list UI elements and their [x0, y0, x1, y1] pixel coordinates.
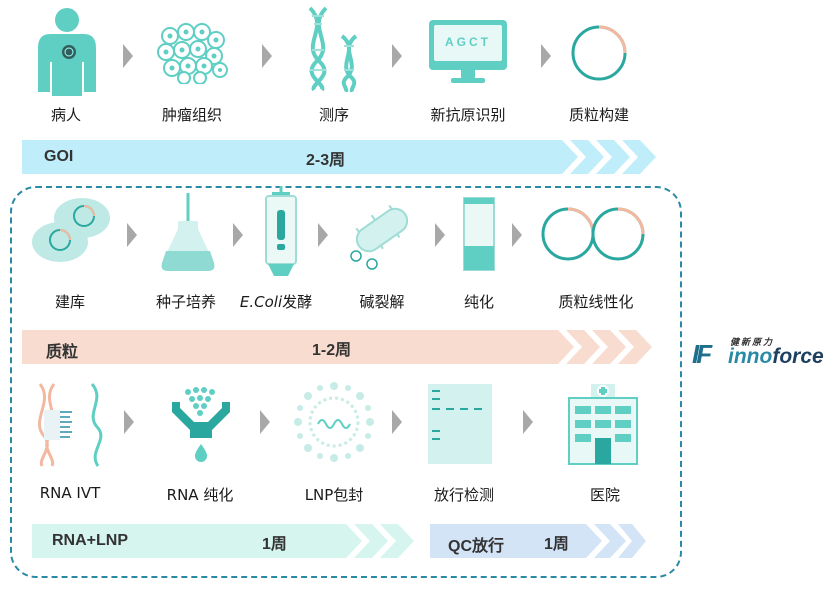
step-label-hospital: 医院	[589, 486, 621, 504]
hospital-icon	[568, 384, 638, 465]
flow-arrow	[392, 44, 402, 68]
rna-lnp-timeline-bar	[32, 524, 414, 558]
logo-mark-icon: IF	[692, 339, 712, 369]
linearized-plasmid-icon	[541, 207, 645, 261]
step-label-fermentation: E.Coli发酵	[240, 291, 312, 312]
flow-arrow	[123, 44, 133, 68]
rna-ivt-icon	[37, 383, 103, 467]
goi-bar-label: GOI	[44, 148, 74, 165]
goi-bar-duration: 2-3周	[306, 152, 346, 169]
logo-force-text: force	[772, 345, 824, 368]
step-label-plasmid-linearization: 质粒线性化	[558, 293, 634, 311]
step-label-release-testing: 放行检测	[433, 486, 495, 504]
rna-lnp-bar-label: RNA+LNP	[52, 532, 129, 549]
plasmid-bar-duration: 1-2周	[312, 342, 352, 359]
flask-icon	[161, 193, 215, 271]
manufacturing-group-frame	[10, 186, 682, 578]
lnp-particle-icon	[294, 382, 374, 462]
flow-arrow	[318, 223, 328, 247]
step-label-purification: 纯化	[463, 293, 495, 311]
library-cells-icon	[32, 198, 110, 262]
ecoli-text: E.Coli	[239, 293, 283, 311]
patient-icon	[38, 8, 96, 96]
step-label-lnp-encapsulation: LNP包封	[304, 486, 364, 504]
flow-arrow	[233, 223, 243, 247]
tumor-cells-icon	[157, 23, 228, 84]
qc-release-timeline-bar	[430, 524, 646, 558]
rna-purification-icon	[172, 387, 230, 462]
step-label-rna-purification: RNA 纯化	[166, 486, 234, 504]
flow-arrow	[541, 44, 551, 68]
step-label-neoantigen-identification: 新抗原识别	[430, 106, 506, 124]
step-label-library: 建库	[54, 293, 86, 311]
monitor-text: AGCT	[445, 35, 491, 49]
flow-arrow	[435, 223, 445, 247]
logo-chinese-name: 健新原力	[730, 338, 775, 348]
goi-timeline-bar	[22, 140, 656, 174]
qc-release-bar-duration: 1周	[544, 536, 569, 553]
flow-arrow	[127, 223, 137, 247]
plasmid-ring-icon	[571, 25, 627, 81]
cell-lysis-icon	[350, 204, 409, 270]
plasmid-timeline-bar	[22, 330, 652, 364]
step-label-alkaline-lysis: 碱裂解	[359, 293, 405, 311]
flow-arrow	[262, 44, 272, 68]
fermentation-text: 发酵	[282, 293, 313, 311]
flow-arrow	[260, 410, 270, 434]
flow-arrow	[523, 410, 533, 434]
rna-lnp-bar-duration: 1周	[262, 536, 287, 553]
release-test-gel-icon	[428, 384, 492, 464]
step-label-seed-culture: 种子培养	[155, 293, 217, 311]
step-label-plasmid-construction: 质粒构建	[568, 106, 630, 124]
dna-sequencing-icon	[308, 6, 358, 92]
qc-release-bar-label: QC放行	[448, 538, 505, 555]
step-label-rna-ivt: RNA IVT	[39, 484, 101, 502]
innoforce-logo: IF 健新原力 innoforce	[692, 335, 830, 375]
flow-arrow	[124, 410, 134, 434]
monitor-icon: AGCT	[429, 20, 507, 86]
step-label-tumor-tissue: 肿瘤组织	[161, 106, 223, 124]
fermenter-icon	[265, 186, 297, 276]
flow-arrow	[512, 223, 522, 247]
plasmid-bar-label: 质粒	[46, 344, 79, 361]
logo-inno-text: inno	[728, 345, 773, 368]
purification-column-icon	[463, 197, 495, 271]
step-label-patient: 病人	[50, 106, 82, 124]
flow-arrow	[392, 410, 402, 434]
step-label-sequencing: 测序	[318, 106, 350, 124]
